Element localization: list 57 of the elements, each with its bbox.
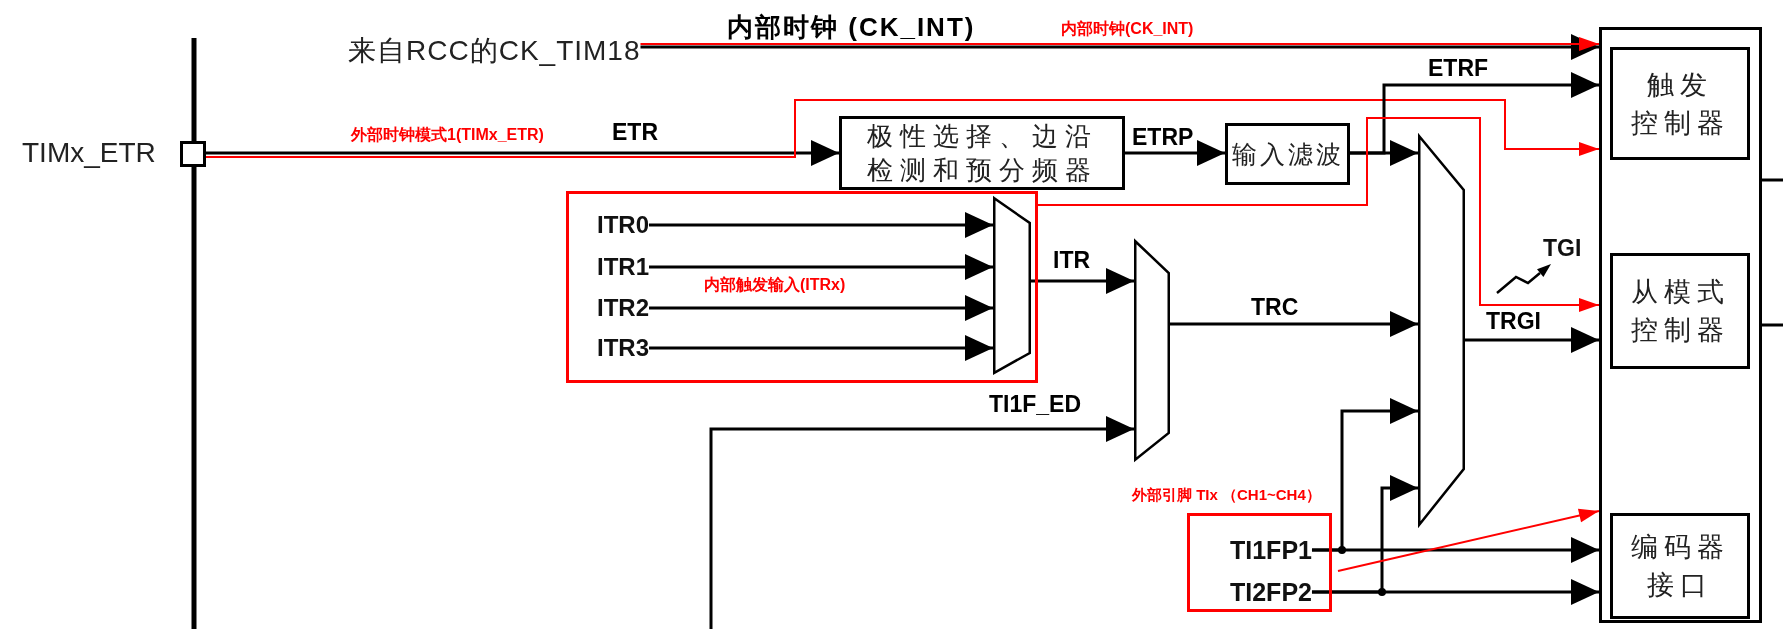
edge-label: ITR <box>1053 249 1091 272</box>
arrow <box>649 295 993 321</box>
edge-label: ETR <box>612 121 658 144</box>
annotation-arrow <box>639 37 1600 51</box>
control-block-frame <box>1599 27 1762 623</box>
edge-label: ETRP <box>1132 126 1194 149</box>
arrow <box>649 335 993 361</box>
arrow <box>1350 140 1418 166</box>
signal-label: ITR3 <box>597 336 649 360</box>
controller-box <box>1610 513 1750 619</box>
arrow <box>1031 268 1134 294</box>
arrow <box>1465 327 1599 353</box>
edge-label: 外部时钟模式1(TIMx_ETR) <box>351 127 544 143</box>
edge-label: 内部时钟(CK_INT) <box>1061 21 1194 37</box>
annotation-text: 内部触发输入(ITRx) <box>704 277 846 293</box>
connector-line <box>1762 323 1783 327</box>
arrow <box>709 416 1134 629</box>
block-label: 从模式控制器 <box>1630 276 1730 347</box>
highlight-frame <box>566 191 1038 383</box>
signal-label: TI2FP2 <box>1230 579 1312 605</box>
edge-label: TRC <box>1251 296 1299 319</box>
annotation-arrow <box>205 99 1600 158</box>
edge-label: ETRF <box>1428 57 1489 80</box>
block-label: 输入滤波 <box>1231 139 1344 169</box>
block-label: 极性选择、边沿检测和预分频器 <box>866 120 1098 187</box>
pin-terminal <box>180 141 206 167</box>
annotation-arrow <box>1337 508 1600 572</box>
arrow <box>1312 398 1418 552</box>
arrow <box>649 212 993 238</box>
edge-label: TRGI <box>1486 310 1541 333</box>
connector-line <box>1762 178 1783 182</box>
arrow <box>1170 311 1418 337</box>
process-box <box>1225 123 1350 185</box>
block-label: 编码器接口 <box>1630 531 1730 602</box>
multiplexer <box>993 197 1031 374</box>
arrow <box>1125 140 1225 166</box>
multiplexer <box>1418 135 1465 526</box>
signal-label: TGI <box>1543 237 1582 260</box>
pin-label: TIMx_ETR <box>22 137 156 170</box>
block-label: 触发控制器 <box>1630 68 1730 140</box>
controller-box <box>1610 253 1750 369</box>
arrow <box>640 34 1599 60</box>
arrow <box>1312 475 1418 594</box>
arrow <box>206 140 839 166</box>
multiplexer <box>1134 240 1170 461</box>
edge-label: TI1F_ED <box>989 393 1082 416</box>
arrow <box>649 254 993 280</box>
signal-label: ITR2 <box>597 296 649 320</box>
annotation-text: 外部引脚 TIx （CH1~CH4） <box>1132 487 1321 502</box>
annotation-arrow <box>1037 117 1600 312</box>
edge-label: 内部时钟 (CK_INT) <box>727 14 976 40</box>
signal-label: ITR0 <box>597 213 649 237</box>
signal-label: TI1FP1 <box>1230 537 1312 563</box>
process-box <box>839 116 1125 190</box>
source-label: 来自RCC的CK_TIM18 <box>348 34 641 68</box>
signal-label: ITR1 <box>597 255 649 279</box>
controller-box <box>1610 47 1750 160</box>
